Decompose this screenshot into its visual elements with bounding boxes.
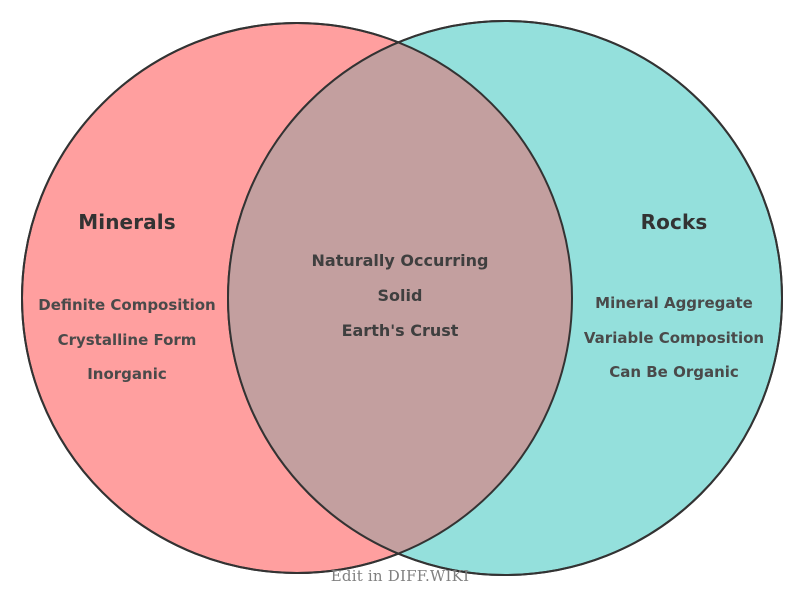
venn-intersection-region[interactable] [228, 21, 782, 575]
venn-circle-right-outline [227, 20, 783, 576]
venn-intersection-fill [228, 23, 572, 573]
venn-circle-left-outline [21, 22, 573, 574]
edit-in-diffwiki-link[interactable]: Edit in DIFF.WIKI [330, 567, 470, 585]
